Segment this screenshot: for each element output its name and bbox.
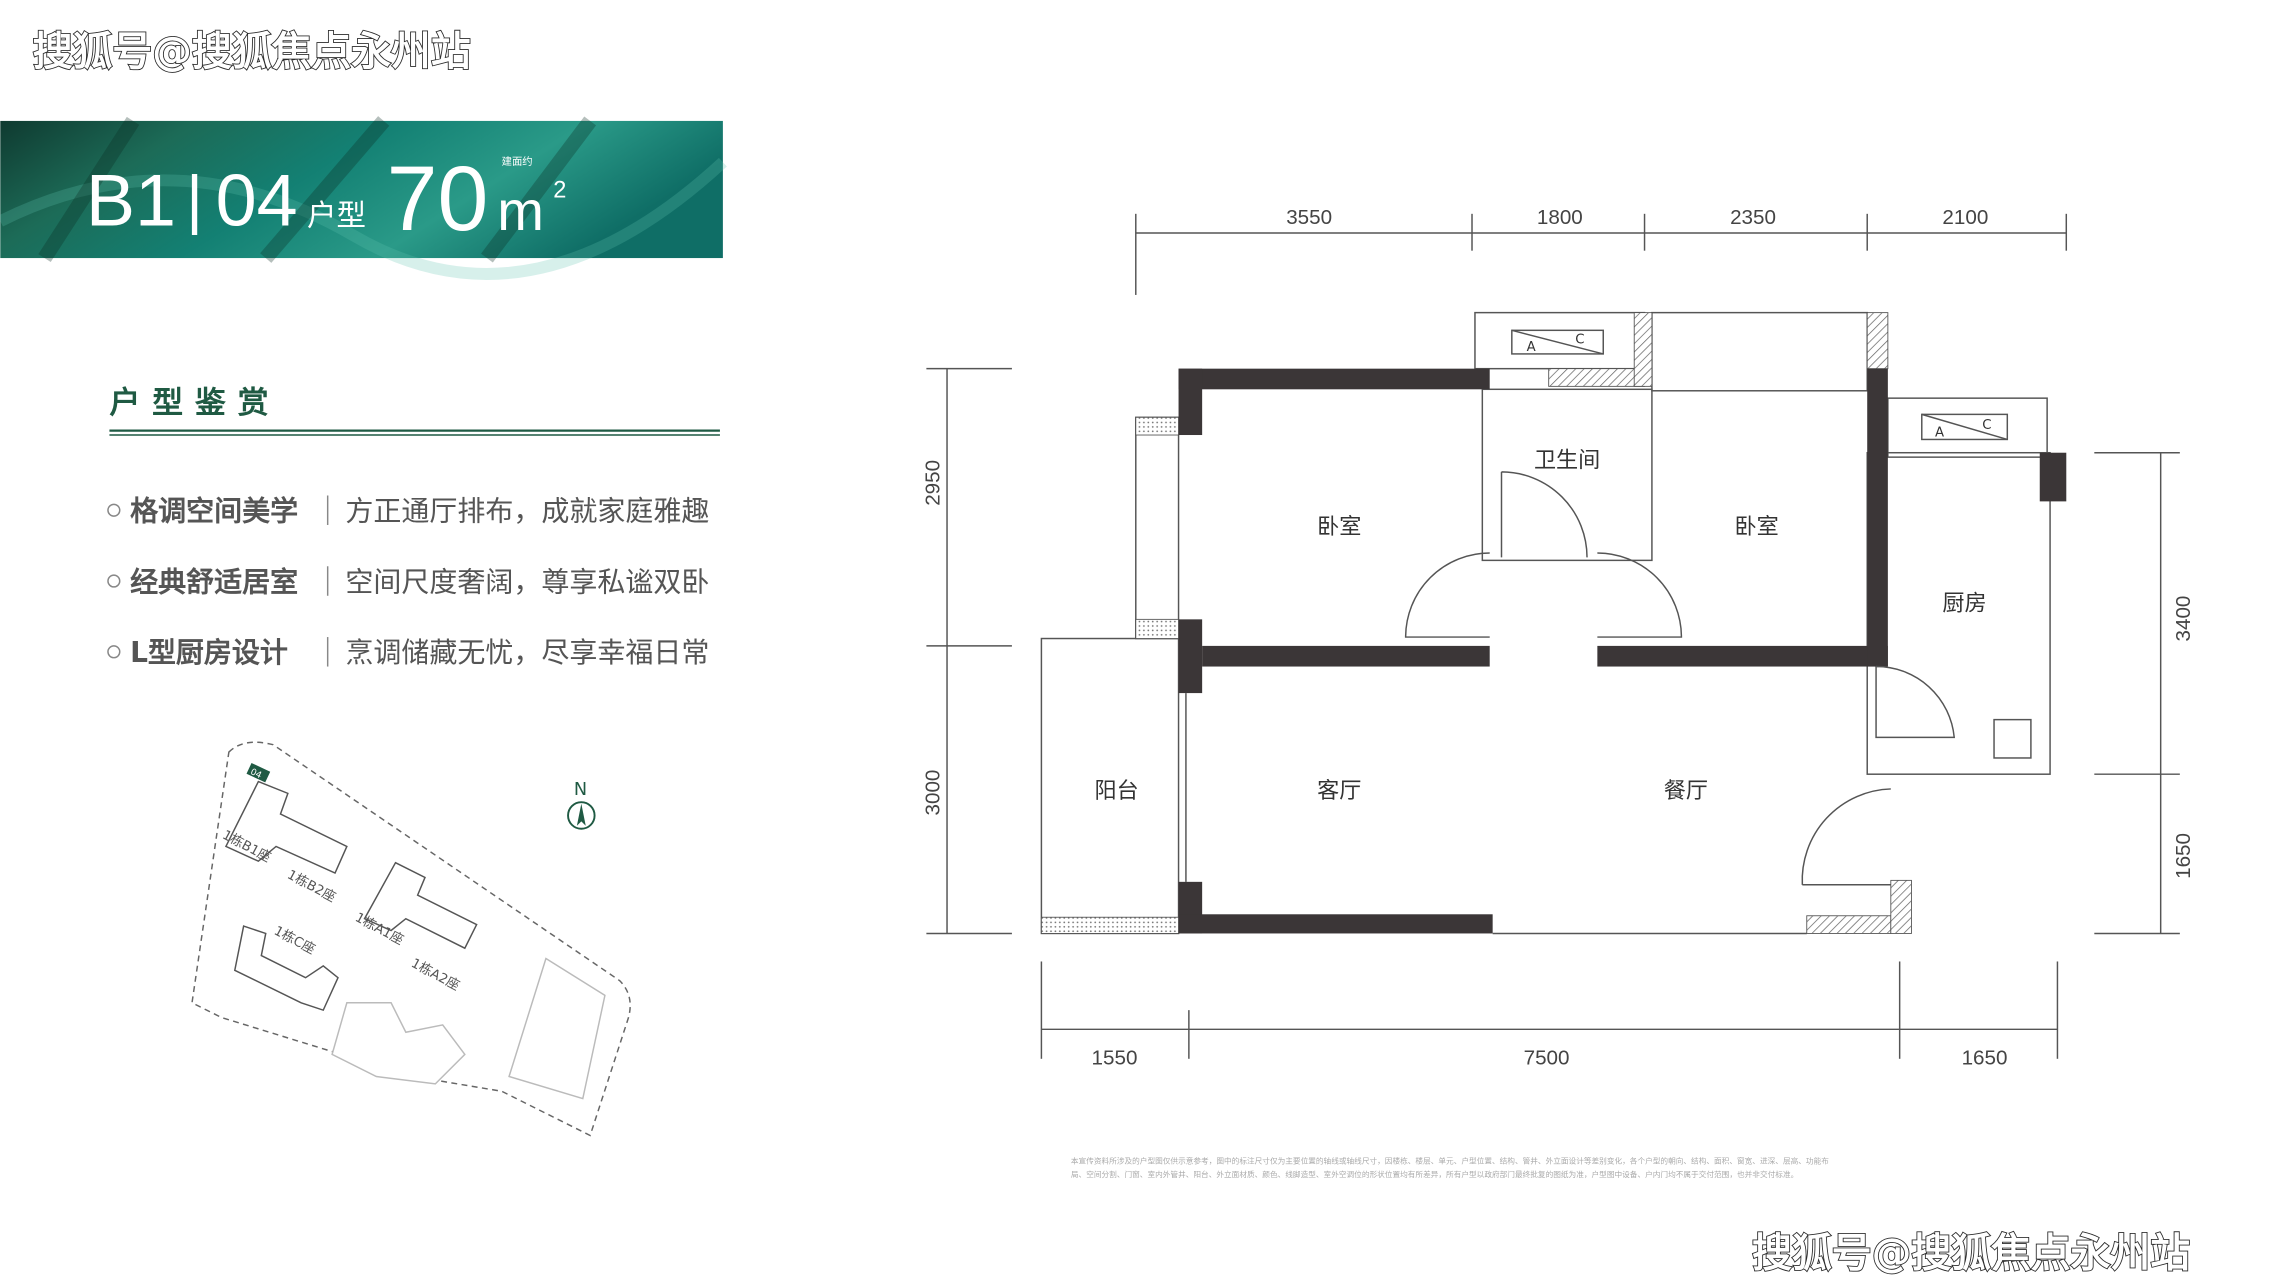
dim-left: 3000 (922, 770, 945, 816)
feature-item: 格调空间美学 方正通厅排布，成就家庭雅趣 (107, 495, 709, 528)
building-label: 1栋C座 (271, 923, 318, 958)
feature-title: L型厨房设计 (130, 636, 288, 669)
dim-top: 2100 (1942, 206, 1988, 229)
dim-top: 1800 (1537, 206, 1583, 229)
feature-desc: 空间尺度奢阔，尊享私谧双卧 (345, 565, 709, 598)
disclaimer-line: 局、空间分割、门窗、室内外管井、阳台、外立面材质、颜色、线脚造型、室外空调位的形… (1071, 1169, 1798, 1179)
feature-item: 经典舒适居室 空间尺度奢阔，尊享私谧双卧 (107, 565, 709, 598)
area-value: 70 (387, 148, 489, 250)
feature-desc: 方正通厅排布，成就家庭雅趣 (345, 495, 709, 528)
bullet-icon (107, 503, 121, 517)
room-label-bedroom: 卧室 (1734, 514, 1778, 540)
room-label-kitchen: 厨房 (1942, 591, 1986, 617)
feature-desc: 烹调储藏无忧，尽享幸福日常 (345, 636, 709, 669)
building-label: 1栋A2座 (408, 955, 462, 994)
bullet-icon (107, 574, 121, 588)
area-prefix: 建面约 (502, 155, 533, 168)
building-label: 1栋B2座 (285, 867, 339, 906)
section-title: 户型鉴赏 (109, 385, 280, 421)
feature-item: L型厨房设计 烹调储藏无忧，尽享幸福日常 (107, 636, 709, 669)
ac-label: A (1527, 340, 1536, 355)
room-label-dining: 餐厅 (1664, 778, 1708, 804)
room-label-living: 客厅 (1317, 778, 1361, 804)
dim-right: 3400 (2172, 596, 2195, 642)
bullet-icon (107, 645, 121, 659)
site-map: 04 1栋B1座 1栋B2座 1栋A1座 1栋A2座 1栋C座 N (191, 741, 631, 1137)
ac-label: A (1935, 425, 1944, 440)
feature-title: 格调空间美学 (130, 495, 298, 528)
unit-number: 04 (216, 159, 298, 242)
compass-icon (567, 801, 596, 830)
floor-plan: 3550 1800 2350 2100 1550 7500 1650 2950 … (922, 206, 2196, 1070)
ac-label: C (1982, 418, 1991, 433)
area-unit: m (497, 179, 544, 242)
unit-banner: B1 | 04 户型 70 m 2 建面约 (0, 116, 727, 280)
dim-top: 2350 (1730, 206, 1776, 229)
ac-label: C (1575, 333, 1584, 348)
watermark-top: 搜狐号@搜狐焦点永州站 (33, 29, 471, 75)
dim-left: 2950 (922, 460, 945, 506)
north-label: N (574, 780, 587, 800)
unit-suffix: 户型 (307, 199, 366, 233)
disclaimer-line: 本宣传资料所涉及的户型图仅供示意参考，图中的标注尺寸仅为主要位置的轴线或轴线尺寸… (1071, 1156, 1829, 1166)
dim-top: 3550 (1286, 206, 1332, 229)
room-label-bathroom: 卫生间 (1534, 447, 1600, 473)
banner-separator: | (186, 162, 203, 235)
dim-right: 1650 (2172, 833, 2195, 879)
dim-bottom: 1650 (1962, 1047, 2008, 1070)
watermark-bottom: 搜狐号@搜狐焦点永州站 (1752, 1231, 2190, 1277)
dim-bottom: 1550 (1092, 1047, 1138, 1070)
room-label-bedroom: 卧室 (1317, 514, 1361, 540)
room-label-balcony: 阳台 (1094, 778, 1138, 804)
dim-bottom: 7500 (1524, 1047, 1570, 1070)
area-power: 2 (553, 177, 566, 203)
highlight-unit: 04 (249, 767, 264, 781)
building-code: B1 (86, 159, 176, 242)
dimension-lines (926, 213, 2180, 1059)
feature-title: 经典舒适居室 (130, 565, 298, 598)
